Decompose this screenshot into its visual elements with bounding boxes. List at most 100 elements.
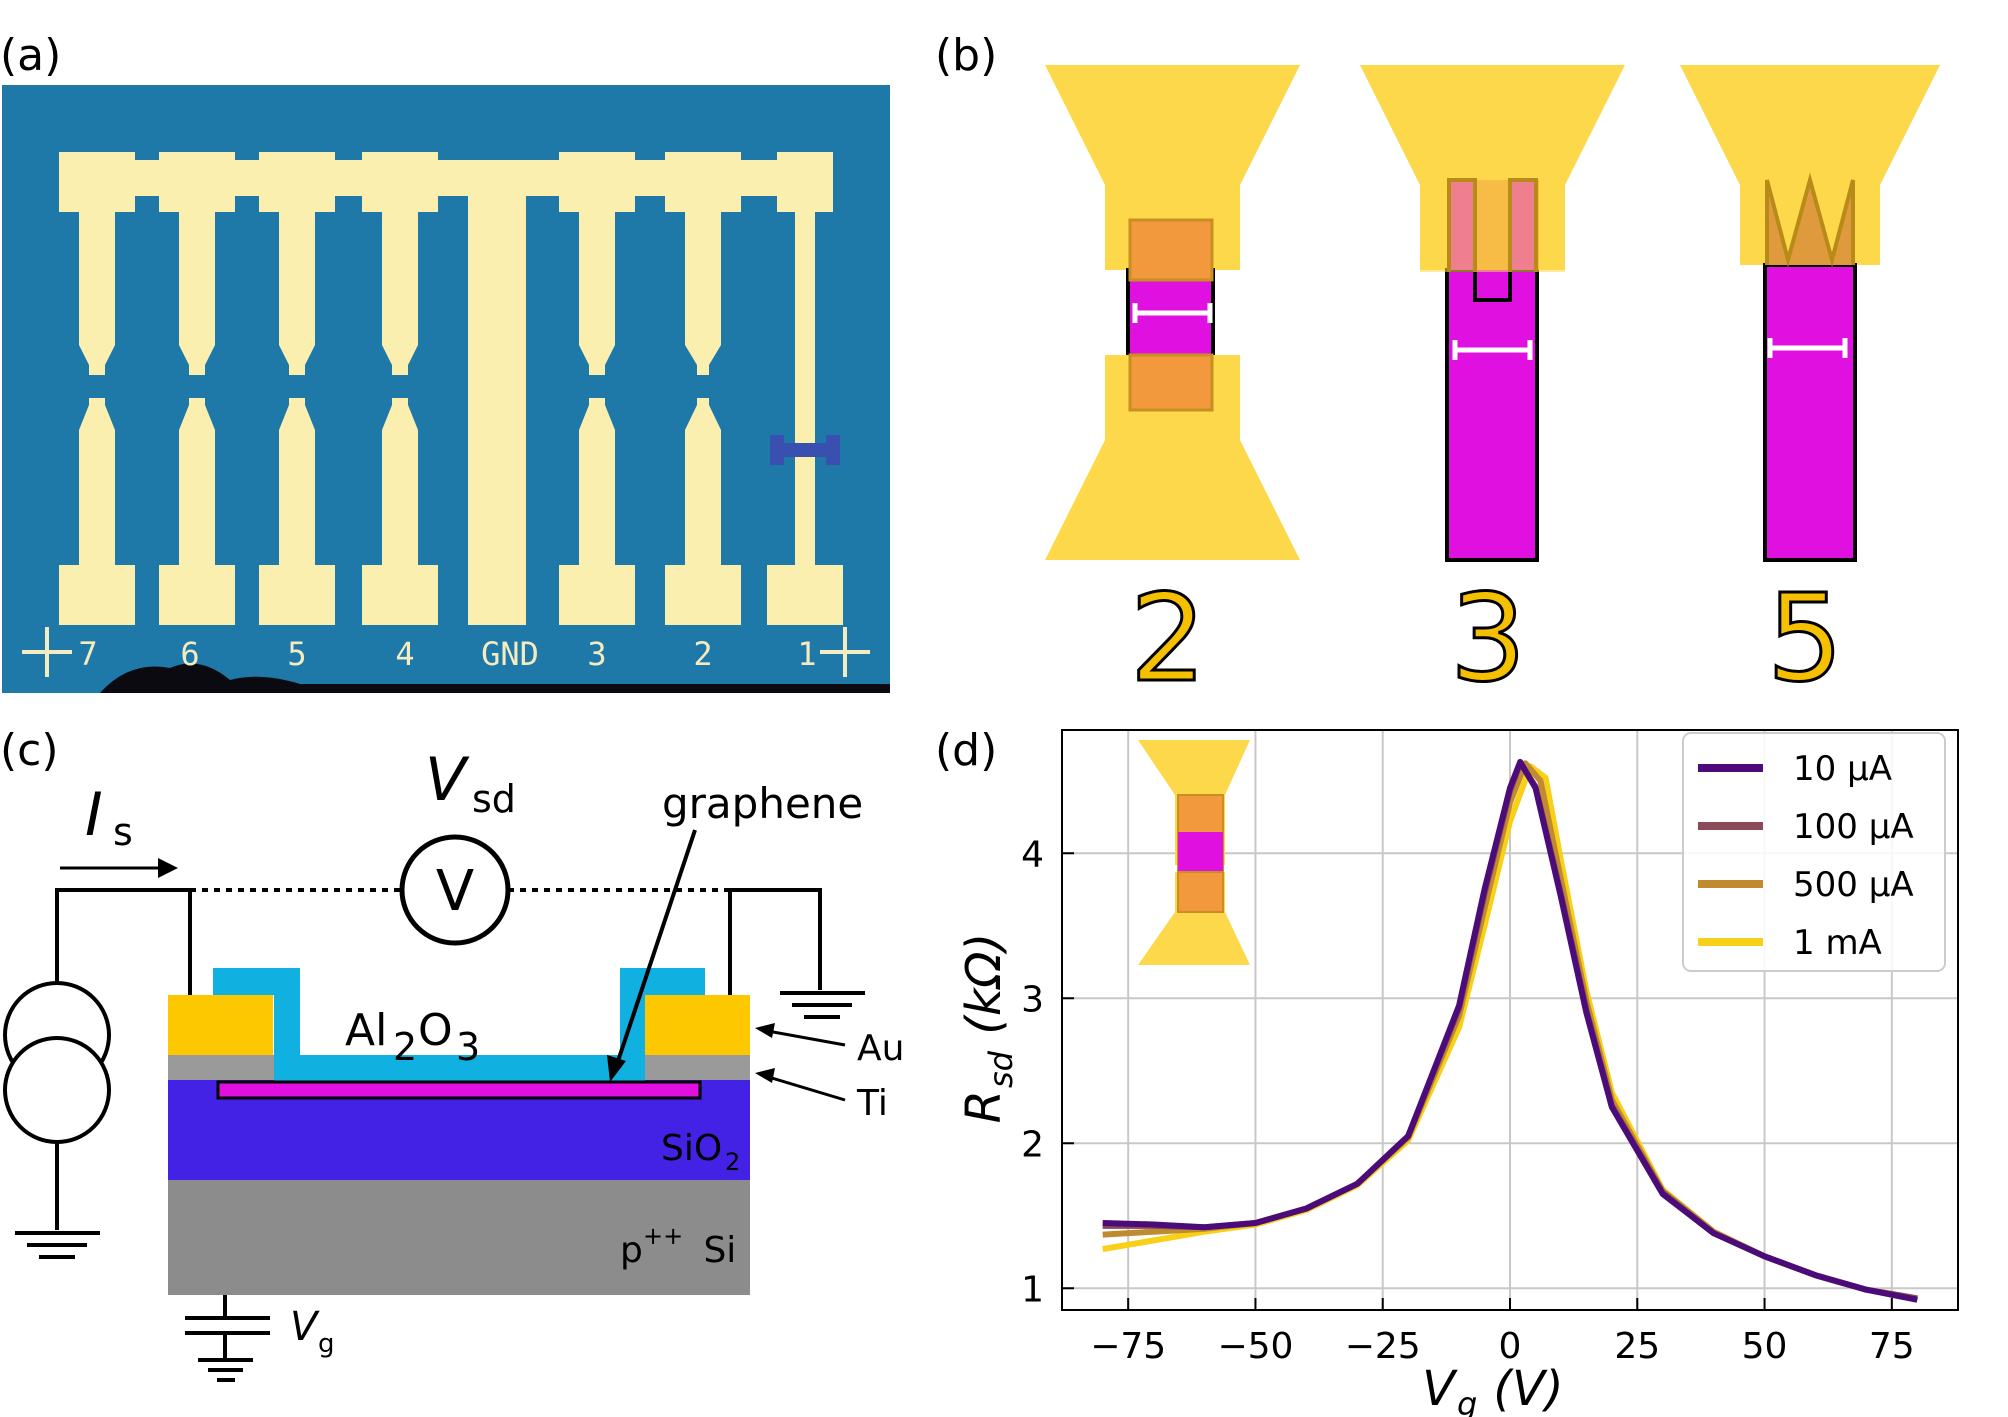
legend-label: 1 mA (1793, 923, 1882, 963)
top-pad (362, 152, 438, 212)
channel-1-lead (795, 210, 815, 565)
upper-lead (279, 210, 315, 375)
si-sup: ++ (643, 1222, 683, 1250)
voltage-label: V (425, 745, 470, 815)
au-contact-right (645, 995, 750, 1055)
graphene-sheet (216, 1080, 702, 1100)
bottom-pad (665, 565, 741, 625)
pad-label-4: 4 (395, 635, 414, 673)
chart-inset-device (1138, 740, 1250, 965)
pad-label-2: 2 (693, 635, 712, 673)
panel-d-label: (d) (935, 725, 997, 776)
upper-lead (685, 210, 721, 375)
voltmeter-icon (399, 834, 511, 946)
x-axis-label-main: V (1422, 1361, 1458, 1417)
bottom-pad (559, 565, 635, 625)
y-axis-label-main: R (956, 1090, 1012, 1123)
al2o3-text-b: 2 (393, 1025, 417, 1069)
panel-c-label: (c) (0, 725, 59, 776)
bottom-pad (362, 565, 438, 625)
current-arrow (158, 858, 178, 878)
al2o3-text-d: 3 (456, 1025, 480, 1069)
x-tick-label: 75 (1869, 1326, 1915, 1367)
x-tick-label: −50 (1217, 1326, 1293, 1367)
device-schematic: I s V V sd Al 2 O 3 SiO 2 p ++ Si graphe… (3, 745, 904, 1382)
ground-icon-left (15, 1231, 100, 1259)
panel-a-label: (a) (0, 30, 61, 81)
hall-bar-channel (770, 435, 840, 465)
current-label: I (85, 780, 103, 850)
y-tick-label: 3 (1021, 979, 1044, 1020)
x-tick-label: 25 (1614, 1326, 1660, 1367)
bottom-pad (259, 565, 335, 625)
lower-lead (685, 398, 721, 565)
x-tick-label: 50 (1742, 1326, 1788, 1367)
si-substrate (168, 1180, 750, 1295)
upper-lead (382, 210, 418, 375)
x-axis-label-sub: g (1457, 1385, 1477, 1417)
design-number-3: 3 (1450, 570, 1526, 709)
legend-label: 100 μA (1793, 807, 1914, 847)
chip-photo: 7 6 5 4 GND 3 2 1 (2, 85, 890, 693)
top-pad (559, 152, 635, 212)
y-tick-label: 2 (1021, 1124, 1044, 1165)
top-pad (259, 152, 335, 212)
x-axis-label-unit: (V) (1478, 1361, 1564, 1417)
alignment-cross-right (820, 627, 870, 677)
si-rest: Si (692, 1230, 736, 1271)
current-sub: s (113, 810, 133, 854)
gate-label: V (290, 1304, 320, 1350)
legend-box (1682, 732, 1946, 972)
x-tick-label: −75 (1090, 1326, 1166, 1367)
pad-label-7: 7 (78, 635, 97, 673)
design-3 (1360, 65, 1625, 562)
lower-lead (179, 398, 215, 565)
upper-lead (579, 210, 615, 375)
panel-b-label: (b) (935, 30, 997, 81)
gnd-pad (468, 565, 526, 625)
voltage-sub: sd (472, 777, 516, 821)
al2o3-text-c: O (418, 1005, 453, 1056)
gate-sub: g (318, 1329, 335, 1359)
top-pad (665, 152, 741, 212)
legend-label: 10 μA (1793, 749, 1892, 789)
design-number-5: 5 (1767, 570, 1843, 709)
lower-lead (79, 398, 115, 565)
pad-label-1: 1 (797, 635, 816, 673)
legend-label: 500 μA (1793, 865, 1914, 905)
ground-icon-gate (198, 1358, 253, 1382)
chart-legend: 10 μA 100 μA 500 μA 1 mA (1682, 732, 1946, 972)
series-line-10-μA (1102, 758, 1918, 1303)
si-text: p (620, 1230, 643, 1271)
au-contact-left (168, 995, 273, 1055)
pad-label-6: 6 (180, 635, 199, 673)
upper-lead (79, 210, 115, 375)
lower-lead (279, 398, 315, 565)
y-axis-label-unit: (kΩ) (956, 933, 1012, 1050)
bottom-pad (159, 565, 235, 625)
ti-callout: Ti (856, 1083, 888, 1124)
design-number-2: 2 (1130, 570, 1206, 709)
alignment-cross-left (22, 627, 72, 677)
lower-lead (382, 398, 418, 565)
y-tick-label: 1 (1021, 1269, 1044, 1310)
y-tick-label: 4 (1021, 834, 1044, 875)
graphene-callout: graphene (662, 779, 863, 828)
top-pad (59, 152, 135, 212)
design-2 (1045, 65, 1300, 560)
sio2-sub: 2 (725, 1148, 740, 1176)
lower-lead (579, 398, 615, 565)
ground-icon-right (780, 991, 865, 1019)
pad-label-gnd: GND (481, 635, 539, 673)
al2o3-text-a: Al (345, 1005, 387, 1056)
design-5 (1680, 65, 1940, 562)
chip-edge-shadow (100, 663, 890, 693)
top-pad (159, 152, 235, 212)
gate-capacitor-icon (185, 1316, 270, 1335)
al2o3-layer (213, 968, 705, 1083)
au-callout: Au (857, 1028, 904, 1069)
upper-lead (179, 210, 215, 375)
voltmeter-symbol: V (436, 859, 474, 924)
